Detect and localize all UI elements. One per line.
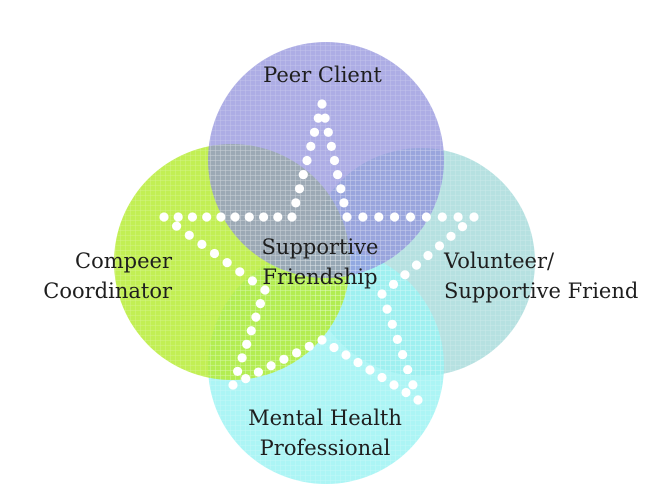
star-dot [342, 212, 352, 222]
star-dot [413, 395, 423, 405]
label-volunteer-line-1: Volunteer/ [444, 249, 555, 273]
star-dot [313, 113, 323, 123]
star-dot [326, 141, 336, 151]
label-peer-client: Peer Client [0, 60, 645, 90]
star-dot [457, 222, 468, 232]
label-mhp-line-2: Professional [259, 436, 391, 460]
star-dot [302, 155, 312, 166]
star-dot [233, 366, 243, 376]
star-dot [251, 312, 261, 322]
star-dot [228, 380, 238, 390]
label-center-supportive-friendship: Supportive Friendship [0, 232, 640, 292]
star-dot [317, 99, 327, 109]
star-dot [244, 212, 254, 222]
star-dot [259, 212, 269, 222]
star-dot [358, 212, 368, 222]
star-dot [246, 326, 256, 336]
star-dot [423, 250, 433, 261]
star-dot [287, 212, 297, 222]
star-dot [237, 353, 247, 363]
star-dot [377, 372, 387, 383]
star-dot [437, 212, 447, 222]
star-dot [323, 127, 333, 137]
label-peer-client-text: Peer Client [263, 63, 382, 87]
star-dot [365, 365, 375, 375]
star-dot [242, 339, 252, 349]
star-dot [222, 258, 232, 268]
star-dot [184, 230, 194, 240]
star-dot [247, 276, 257, 286]
star-dot [374, 212, 384, 222]
star-dot [390, 212, 400, 222]
star-dot [453, 212, 463, 222]
star-dot [304, 341, 314, 351]
star-dot [387, 319, 397, 329]
star-dot [389, 380, 399, 390]
star-dot [241, 374, 251, 384]
label-compeer-line-2: Coordinator [43, 279, 172, 303]
star-dot [216, 212, 226, 222]
star-dot [292, 348, 302, 358]
star-dot [172, 221, 182, 231]
star-dot [159, 212, 169, 222]
star-dot [421, 212, 431, 222]
star-dotted-outline [159, 99, 479, 405]
star-dot [411, 260, 422, 270]
star-dot [446, 231, 456, 241]
star-dot [341, 350, 351, 360]
star-dot [329, 342, 339, 353]
star-dot [202, 212, 212, 222]
star-dot [353, 357, 363, 368]
star-dot [329, 155, 340, 166]
star-dot [408, 380, 418, 390]
star-dot [398, 350, 408, 360]
star-dot [333, 170, 343, 180]
star-dot [260, 285, 270, 295]
star-dot [197, 239, 207, 249]
star-dot [291, 198, 301, 208]
star-dot [382, 304, 392, 314]
label-mhp-line-1: Mental Health [248, 406, 402, 430]
star-dot [230, 212, 240, 222]
star-dot [173, 212, 183, 222]
star-dot [339, 198, 349, 208]
star-dot [401, 387, 411, 398]
star-dot [388, 279, 399, 289]
star-dot [377, 289, 387, 299]
star-dot [253, 367, 263, 377]
star-dot [469, 212, 479, 222]
star-dot [434, 241, 445, 251]
star-dot [294, 184, 305, 194]
star-dot [279, 354, 289, 364]
star-dot [209, 248, 220, 259]
label-compeer-line-1: Compeer [75, 249, 172, 273]
star-dot [403, 365, 413, 375]
label-compeer-coordinator: Compeer Coordinator [43, 246, 172, 306]
label-volunteer: Volunteer/ Supportive Friend [444, 246, 638, 306]
star-dot [235, 267, 245, 277]
star-dot [273, 212, 283, 222]
star-dot [320, 113, 330, 123]
star-dot [306, 141, 316, 151]
star-dot [392, 334, 402, 344]
label-mental-health-professional: Mental Health Professional [0, 403, 650, 463]
star-dot [400, 270, 410, 280]
star-dot [336, 184, 346, 194]
star-dot [298, 170, 308, 180]
star-dot [405, 212, 416, 222]
star-dot [187, 212, 197, 222]
star-dot [317, 335, 327, 345]
star-dot [266, 361, 276, 371]
label-center-line-1: Supportive [261, 235, 379, 259]
label-center-line-2: Friendship [262, 265, 378, 289]
star-dot [309, 127, 320, 137]
star-dot [255, 299, 265, 309]
label-volunteer-line-2: Supportive Friend [444, 279, 639, 303]
